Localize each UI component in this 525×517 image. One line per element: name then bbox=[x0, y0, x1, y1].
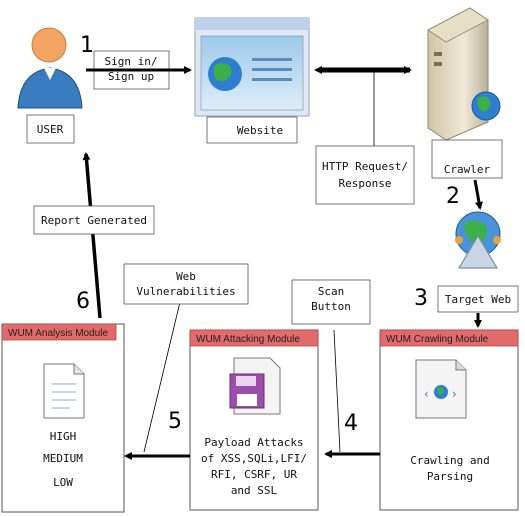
crawling-module: WUM Crawling Module ‹ › Crawling and Par… bbox=[379, 329, 519, 511]
web-vulnerabilities-box: Web Vulnerabilities bbox=[123, 263, 249, 305]
attacking-text-3: RFI, CSRF, UR bbox=[211, 468, 297, 481]
report-generated-box: Report Generated bbox=[33, 205, 155, 235]
svg-text:‹: ‹ bbox=[424, 387, 429, 401]
attacking-text-1: Payload Attacks bbox=[204, 436, 303, 449]
attacking-module: WUM Attacking Module Payload Attacks of … bbox=[189, 329, 319, 511]
crawling-text-1: Crawling and bbox=[410, 454, 489, 467]
crawler-box: Crawler bbox=[431, 139, 503, 179]
attacking-text-2: of XSS,SQLi,LFI/ bbox=[201, 452, 307, 465]
signin-label-2: Sign up bbox=[108, 70, 154, 83]
scan-callout-line bbox=[333, 329, 341, 453]
scan-button-box: Scan Button bbox=[291, 279, 371, 325]
level-medium: MEDIUM bbox=[43, 452, 83, 465]
http-box: HTTP Request/ Response bbox=[315, 145, 415, 205]
http-label-2: Response bbox=[339, 177, 392, 190]
target-globe-icon bbox=[455, 211, 501, 269]
user-box: USER bbox=[26, 114, 75, 144]
crawler-label: Crawler bbox=[444, 163, 491, 176]
level-low: LOW bbox=[53, 476, 73, 489]
scan-label-2: Button bbox=[311, 300, 351, 313]
analysis-module-title: WUM Analysis Module bbox=[8, 328, 108, 339]
level-high: HIGH bbox=[50, 430, 77, 443]
signin-label-1: Sign in/ bbox=[105, 55, 158, 68]
floppy-doc-icon bbox=[229, 357, 281, 415]
analysis-module: WUM Analysis Module HIGH MEDIUM LOW bbox=[1, 323, 125, 513]
svg-text:›: › bbox=[452, 387, 457, 401]
attacking-text-4: and SSL bbox=[231, 484, 278, 497]
vuln-label-1: Web bbox=[176, 270, 196, 283]
step-2-number: 2 bbox=[446, 184, 460, 209]
vuln-callout-line bbox=[143, 301, 181, 453]
user-icon bbox=[17, 27, 83, 109]
step-6-number: 6 bbox=[76, 289, 90, 314]
target-web-box: Target Web bbox=[437, 285, 519, 313]
crawling-text-2: Parsing bbox=[427, 470, 473, 483]
arrow-crawler-to-target bbox=[473, 179, 483, 210]
report-label: Report Generated bbox=[41, 214, 147, 227]
http-label-1: HTTP Request/ bbox=[322, 160, 408, 173]
document-icon: ‹ › bbox=[415, 359, 467, 419]
scan-label-1: Scan bbox=[318, 285, 345, 298]
crawling-module-title: WUM Crawling Module bbox=[386, 334, 489, 345]
user-label: USER bbox=[37, 123, 64, 136]
attacking-module-title: WUM Attacking Module bbox=[196, 334, 300, 345]
server-icon bbox=[427, 7, 489, 141]
step-5-number: 5 bbox=[168, 409, 182, 434]
globe-icon bbox=[471, 91, 501, 121]
step-1-number: 1 bbox=[80, 33, 94, 58]
website-label: Website bbox=[237, 124, 283, 137]
step-3-number: 3 bbox=[414, 286, 428, 311]
step-4-number: 4 bbox=[344, 411, 358, 436]
report-doc-icon bbox=[43, 363, 85, 419]
website-icon bbox=[194, 17, 310, 117]
arrow-analysis-to-user bbox=[82, 152, 102, 319]
vuln-label-2: Vulnerabilities bbox=[136, 285, 235, 298]
website-box: Website bbox=[206, 116, 298, 144]
target-web-label: Target Web bbox=[445, 293, 511, 306]
